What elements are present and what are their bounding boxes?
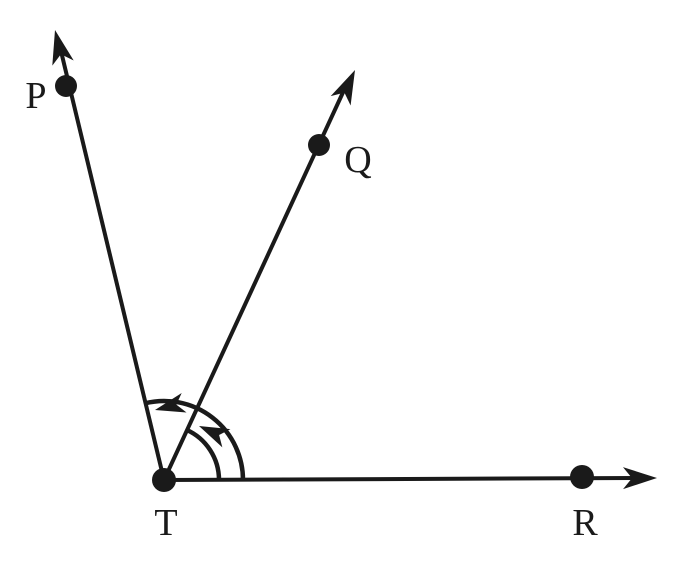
point-dots-group: [55, 75, 594, 492]
point-label-p: P: [25, 75, 46, 117]
point-dot-t: [152, 468, 176, 492]
angle-arcs-group: [144, 398, 246, 481]
point-label-q: Q: [344, 139, 371, 181]
ray-tr: [163, 476, 637, 482]
point-dot-p: [55, 75, 77, 97]
ray-arrowhead-tp: [52, 30, 74, 66]
arc-PTR: [144, 398, 246, 481]
arc-QTR: [185, 427, 222, 481]
ray-arrowhead-tr: [622, 467, 657, 490]
point-label-r: R: [572, 502, 598, 544]
ray-arrowheads-group: [52, 30, 657, 490]
point-labels-group: P Q T R: [25, 75, 598, 544]
arc-PTR-arrowhead: [155, 393, 187, 413]
rays-group: [58, 46, 637, 482]
ray-arrowhead-tq: [330, 70, 355, 106]
arc-QTR-arrowhead: [199, 426, 231, 448]
point-dot-r: [570, 465, 594, 489]
ray-tp: [58, 46, 166, 481]
arc-arrowheads-group: [155, 393, 231, 448]
point-label-t: T: [154, 502, 177, 544]
point-dot-q: [308, 134, 330, 156]
